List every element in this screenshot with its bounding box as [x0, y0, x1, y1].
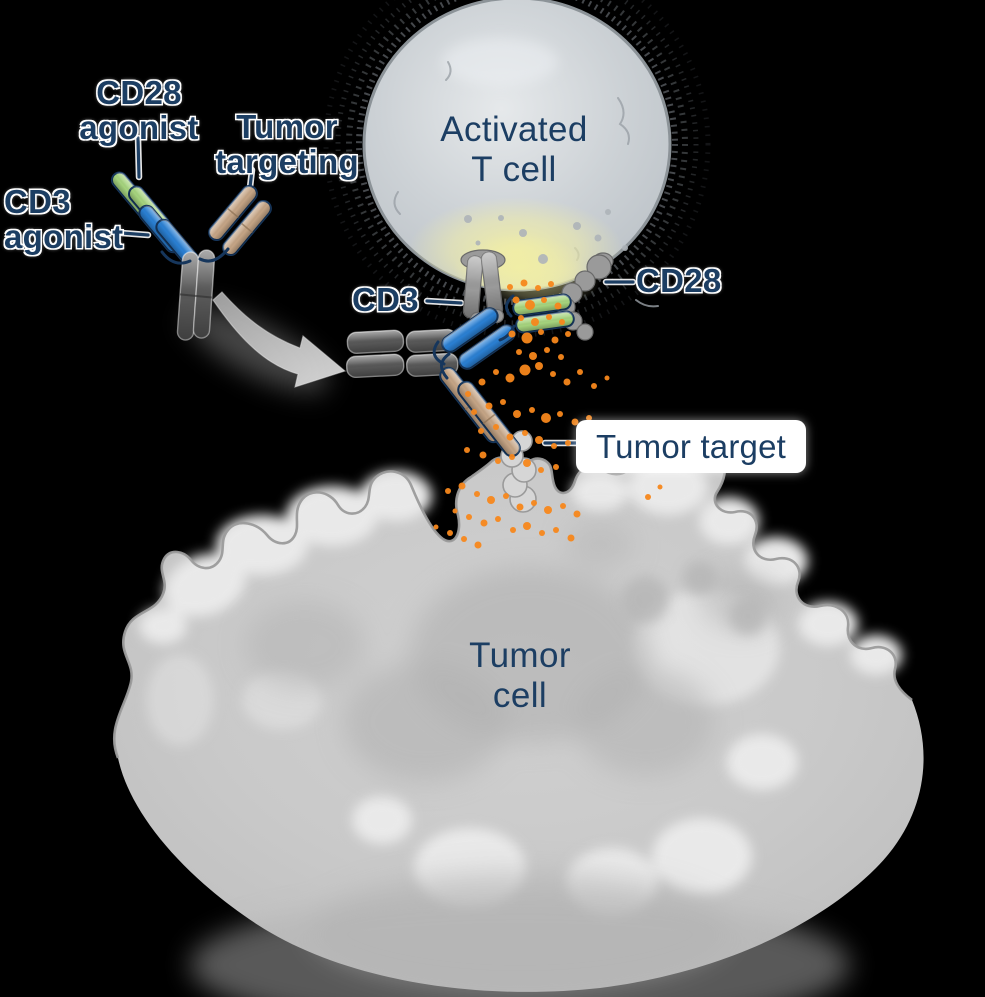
- tumor-cell-label-line2: cell: [492, 675, 548, 715]
- activated-t-cell-label-line1: Activated: [440, 110, 588, 149]
- t-cell-highlight: [442, 38, 558, 86]
- tumor-target-label: Tumor target: [576, 420, 806, 473]
- tumor-targeting-domain: [208, 184, 258, 242]
- connector-cd3-agonist: [118, 229, 152, 239]
- tumor-target-label-text: Tumor target: [595, 427, 787, 465]
- tumor-cell-label: Tumor cell: [469, 636, 571, 716]
- tumor-targeting-label: Tumor targeting: [215, 108, 359, 180]
- t-cell-granules: [464, 209, 628, 264]
- cd3-agonist-domain: [441, 307, 499, 353]
- tumor-cell-dark-regions: [190, 521, 850, 997]
- tumor-targeting-domain: [457, 380, 521, 458]
- activated-t-cell-label: Activated T cell: [440, 110, 588, 190]
- tumor-targeting-label-line1: Tumor: [236, 108, 338, 145]
- tumor-cell-fold-holes: [621, 561, 767, 635]
- cd3-agonist-label: CD3 agonist: [4, 183, 124, 255]
- t-cell: [323, 0, 711, 338]
- hinge-links: [160, 247, 230, 265]
- cd28-agonist-label-line2: agonist: [79, 108, 199, 146]
- connector-cd3: [423, 297, 465, 307]
- activated-t-cell-label-line2: T cell: [471, 149, 557, 189]
- cd28-agonist-domain: [512, 293, 572, 317]
- tumor-cell: [112, 449, 924, 997]
- hinge-links: [432, 294, 516, 380]
- synapse-antibody: [345, 293, 575, 458]
- cytokine-dots: [433, 279, 663, 549]
- cd28-agonist-label: CD28 agonist: [79, 74, 199, 146]
- connector-cd28-agonist: [134, 134, 143, 181]
- cd3-agonist-label-line1: CD3: [4, 183, 71, 220]
- t-cell-halo: [323, 0, 711, 338]
- cd3-label: CD3: [352, 281, 419, 318]
- cd3-agonist-label-line2: agonist: [4, 217, 124, 255]
- tumor-targeting-label-line2: targeting: [215, 142, 359, 180]
- cd28-agonist-label-line1: CD28: [96, 74, 182, 111]
- fc-stem: [179, 249, 216, 339]
- arrow-band: [212, 291, 347, 388]
- cd28-agonist-domain: [515, 310, 575, 334]
- cd28-label: CD28: [636, 262, 722, 299]
- movement-arrow: [187, 291, 347, 392]
- tumor-cell-label-line1: Tumor: [469, 636, 571, 675]
- free-antibody: [110, 171, 272, 341]
